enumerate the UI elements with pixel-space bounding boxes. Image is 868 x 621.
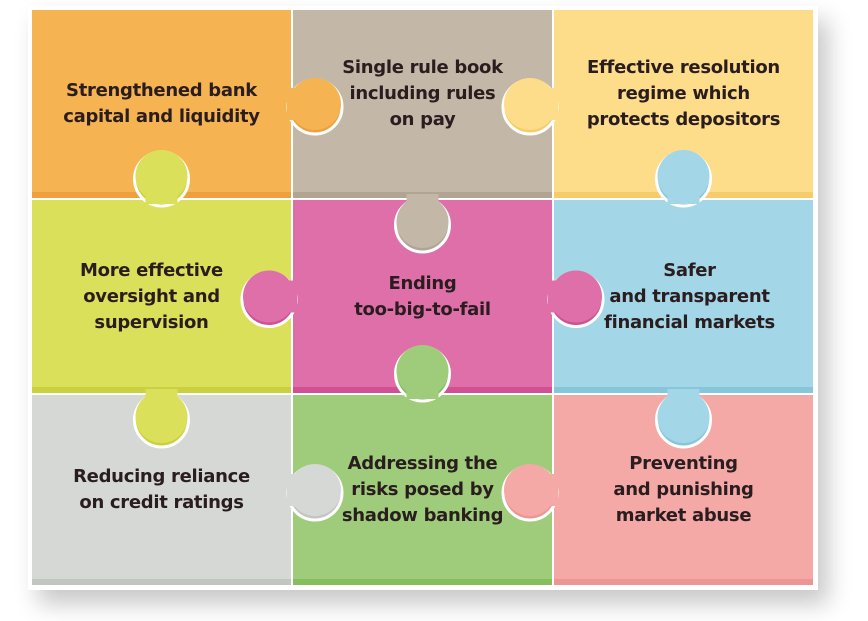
piece-label-markets: Safer and transparent financial markets <box>604 259 775 333</box>
puzzle-knob-neck <box>530 474 558 506</box>
piece-shadow-edge <box>32 579 291 585</box>
puzzle-knob-neck <box>530 88 558 120</box>
puzzle-knob-neck <box>287 88 315 120</box>
piece-shadow-edge <box>554 579 813 585</box>
puzzle-knob-neck <box>269 280 297 313</box>
piece-label-credit-ratings: Reducing reliance on credit ratings <box>73 466 250 513</box>
puzzle-knob-neck <box>667 389 700 417</box>
puzzle-knob-neck <box>287 474 315 506</box>
puzzle-knob-neck <box>145 176 178 204</box>
piece-label-shadow-banking: Addressing the risks posed by shadow ban… <box>341 453 504 526</box>
piece-shadow-edge <box>293 579 552 585</box>
piece-label-capital: Strengthened bank capital and liquidity <box>63 80 260 127</box>
piece-label-rule-book: Single rule book including rules on pay <box>342 57 503 130</box>
piece-label-too-big-to-fail: Ending too-big-to-fail <box>354 272 491 320</box>
puzzle-knob-neck <box>145 389 178 417</box>
puzzle-knob-neck <box>406 194 439 222</box>
puzzle-knob-neck <box>548 280 576 313</box>
piece-label-market-abuse: Preventing and punishing market abuse <box>613 453 754 526</box>
piece-label-resolution: Effective resolution regime which protec… <box>586 57 781 130</box>
piece-label-oversight: More effective oversight and supervision <box>80 259 223 333</box>
puzzle-knob-neck <box>667 176 700 204</box>
puzzle-knob-neck <box>406 371 439 399</box>
